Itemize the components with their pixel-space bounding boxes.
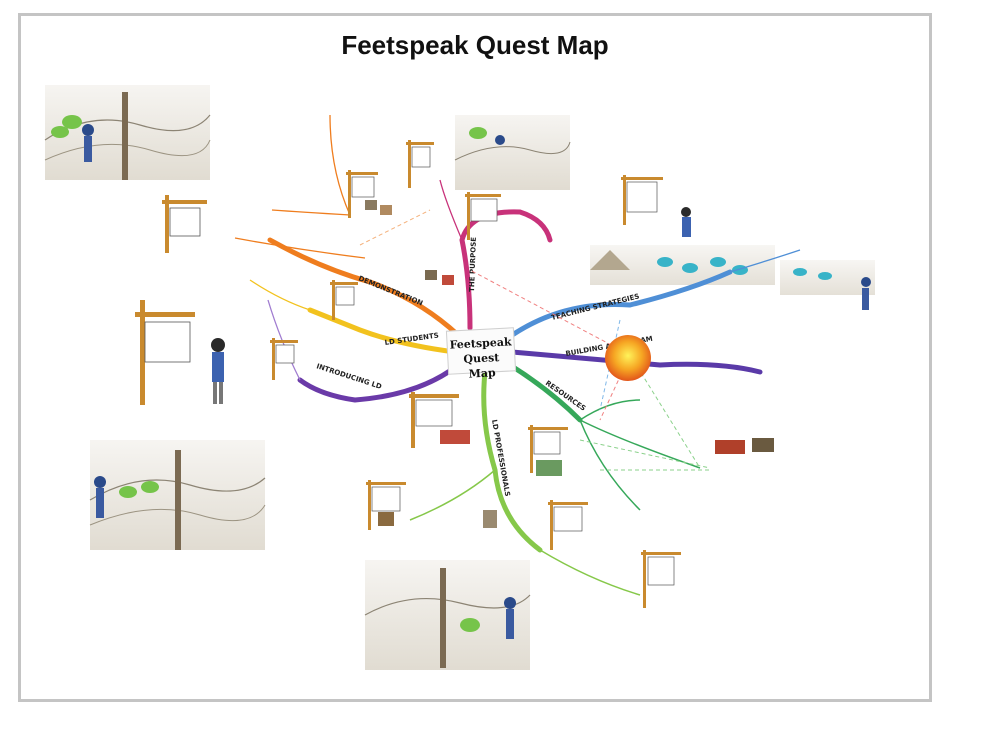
landscape-sketch-icon — [590, 245, 875, 310]
signpost-icon — [409, 392, 459, 448]
landscape-sketch-icon — [44, 85, 211, 180]
signpost-icon — [641, 550, 681, 608]
signpost-icon — [548, 500, 588, 550]
branch-the-purpose: THE PURPOSE — [459, 209, 553, 331]
signpost-icon — [270, 338, 298, 380]
signpost-icon — [366, 480, 406, 530]
signpost-icon — [406, 140, 434, 188]
branch-demonstration: DEMONSTRATION — [267, 237, 461, 338]
landscape-sketch-icon — [454, 115, 571, 190]
sun-icon — [605, 335, 651, 381]
signpost-icon — [162, 195, 207, 253]
signpost-icon — [346, 170, 378, 218]
illustration-tiles — [365, 200, 774, 528]
walking-girl-icon — [681, 207, 691, 237]
dashed-links — [359, 209, 711, 471]
landscape-sketch-icon — [364, 560, 531, 670]
svg-text:THE PURPOSE: THE PURPOSE — [468, 237, 478, 292]
page-title: Feetspeak Quest Map — [341, 30, 609, 60]
landscape-sketch-icon — [89, 440, 266, 550]
central-topic[interactable]: Feetspeak Quest Map — [445, 327, 517, 381]
signpost-icon — [621, 175, 663, 225]
signpost-icon — [330, 280, 358, 320]
central-topic-line2: Quest Map — [463, 351, 500, 381]
svg-text:INTRODUCING LD: INTRODUCING LD — [315, 362, 382, 391]
walking-girl-icon — [211, 338, 225, 404]
signpost-icon — [528, 425, 568, 473]
signpost-icon — [465, 192, 501, 240]
svg-text:DEMONSTRATION: DEMONSTRATION — [357, 274, 424, 307]
signpost-icon — [135, 300, 195, 405]
